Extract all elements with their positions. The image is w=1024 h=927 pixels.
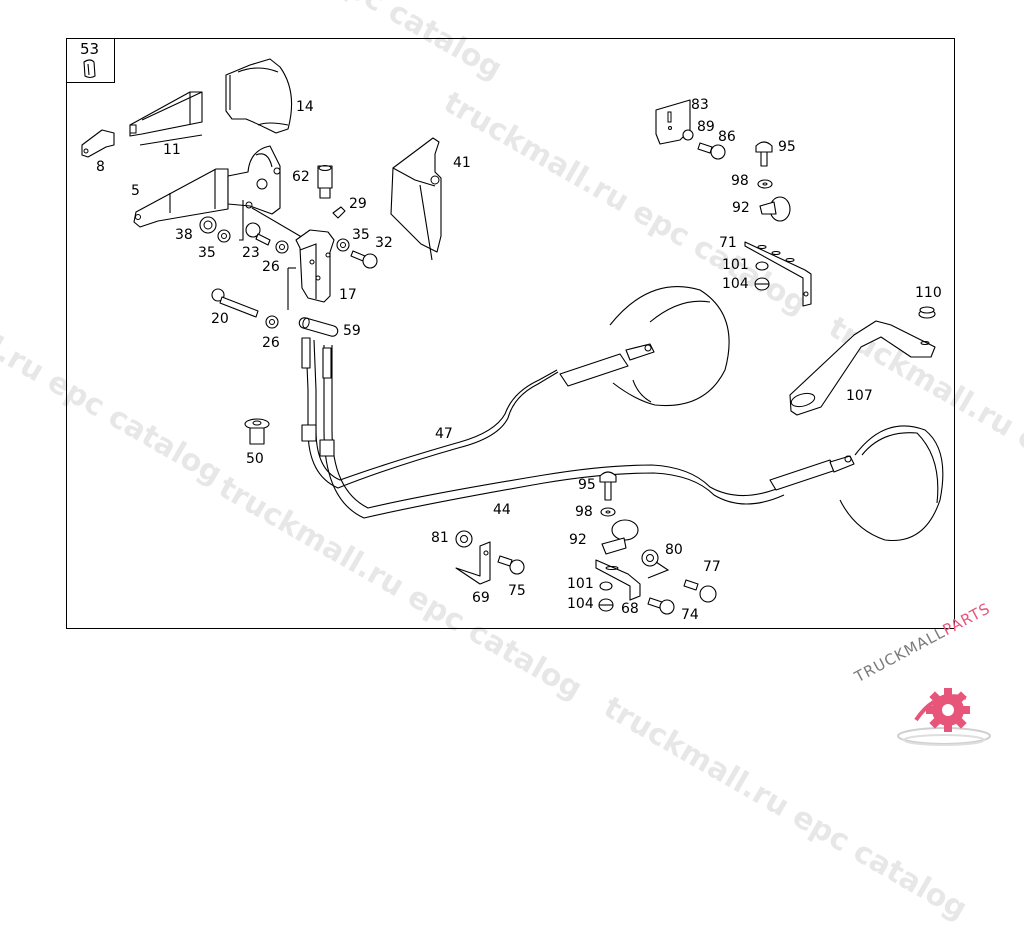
part-38-nut[interactable] <box>200 217 216 233</box>
callout-86[interactable]: 86 <box>718 130 736 144</box>
cable-end-thread <box>302 338 310 368</box>
part-53-clip[interactable] <box>84 60 95 78</box>
callout-32[interactable]: 32 <box>375 236 393 250</box>
part-104-nut-lower[interactable] <box>599 599 613 611</box>
callout-8[interactable]: 8 <box>96 160 105 174</box>
part-71-bracket[interactable] <box>745 242 811 306</box>
part-92-clamp-upper[interactable] <box>760 197 790 221</box>
callout-95-upper[interactable]: 95 <box>778 140 796 154</box>
callout-101-lower[interactable]: 101 <box>567 577 594 591</box>
callout-59[interactable]: 59 <box>343 324 361 338</box>
cable-end-thread <box>323 348 331 378</box>
part-14-boot[interactable] <box>226 59 292 133</box>
callout-104-lower[interactable]: 104 <box>567 597 594 611</box>
part-26-washer-lower[interactable] <box>266 316 278 328</box>
part-8-grip-cap[interactable] <box>82 130 114 157</box>
part-41-cover-plate[interactable] <box>391 138 441 260</box>
callout-89[interactable]: 89 <box>697 120 715 134</box>
part-101-washer-lower[interactable] <box>600 582 612 590</box>
part-23-bolt[interactable] <box>246 223 270 245</box>
part-68-bracket[interactable] <box>596 560 640 600</box>
callout-38[interactable]: 38 <box>175 228 193 242</box>
part-95-bolt-upper[interactable] <box>756 142 772 166</box>
callout-98-upper[interactable]: 98 <box>731 174 749 188</box>
part-62-spacer[interactable] <box>318 166 332 199</box>
part-86-bolt[interactable] <box>698 143 725 159</box>
callout-23[interactable]: 23 <box>242 246 260 260</box>
callout-75[interactable]: 75 <box>508 584 526 598</box>
callout-20[interactable]: 20 <box>211 312 229 326</box>
callout-107[interactable]: 107 <box>846 389 873 403</box>
part-35-washer-right[interactable] <box>337 239 349 251</box>
part-11-lever-cover[interactable] <box>130 92 202 145</box>
part-95-bolt-lower[interactable] <box>600 472 616 500</box>
callout-69[interactable]: 69 <box>472 591 490 605</box>
callout-14[interactable]: 14 <box>296 100 314 114</box>
callout-92-upper[interactable]: 92 <box>732 201 750 215</box>
callout-92-lower[interactable]: 92 <box>569 533 587 547</box>
diagram-drawing <box>0 0 1024 750</box>
truckmall-parts-logo[interactable]: TRUCKMALLPARTS <box>858 660 1018 748</box>
callout-50[interactable]: 50 <box>246 452 264 466</box>
callout-11[interactable]: 11 <box>163 143 181 157</box>
part-50-grommet[interactable] <box>245 419 269 444</box>
callout-47[interactable]: 47 <box>435 427 453 441</box>
callout-35-right[interactable]: 35 <box>352 228 370 242</box>
callout-62[interactable]: 62 <box>292 170 310 184</box>
brake-drum-upper <box>610 287 729 406</box>
callout-35-left[interactable]: 35 <box>198 246 216 260</box>
part-92-clamp-lower[interactable] <box>602 520 638 554</box>
part-5-handbrake-lever[interactable] <box>134 146 280 227</box>
callout-101-upper[interactable]: 101 <box>722 258 749 272</box>
part-74-bolt[interactable] <box>648 598 674 614</box>
callout-83[interactable]: 83 <box>691 98 709 112</box>
part-104-nut-upper[interactable] <box>755 278 769 290</box>
callout-74[interactable]: 74 <box>681 608 699 622</box>
part-110-bushing[interactable] <box>919 307 935 318</box>
part-81-nut[interactable] <box>456 531 472 547</box>
callout-41[interactable]: 41 <box>453 156 471 170</box>
callout-98-lower[interactable]: 98 <box>575 505 593 519</box>
part-26-washer-upper[interactable] <box>276 241 288 253</box>
parts-diagram: truckmall.ru epc catalog truckmall.ru ep… <box>0 0 1024 750</box>
part-77-bolt[interactable] <box>684 580 716 602</box>
part-98-washer-lower[interactable] <box>601 508 615 516</box>
part-69-bracket[interactable] <box>456 542 490 584</box>
callout-95-lower[interactable]: 95 <box>578 478 596 492</box>
part-75-bolt[interactable] <box>498 556 524 574</box>
part-35-washer-left[interactable] <box>218 230 230 242</box>
callout-71[interactable]: 71 <box>719 236 737 250</box>
callout-68[interactable]: 68 <box>621 602 639 616</box>
callout-81[interactable]: 81 <box>431 531 449 545</box>
callout-110[interactable]: 110 <box>915 286 942 300</box>
part-47-brake-cable[interactable] <box>302 340 654 488</box>
part-17-bracket[interactable] <box>296 230 334 302</box>
part-29-pin[interactable] <box>333 207 345 218</box>
callout-5[interactable]: 5 <box>131 184 140 198</box>
part-101-washer-upper[interactable] <box>756 262 768 270</box>
callout-77[interactable]: 77 <box>703 560 721 574</box>
callout-80[interactable]: 80 <box>665 543 683 557</box>
callout-104-upper[interactable]: 104 <box>722 277 749 291</box>
callout-26-lower[interactable]: 26 <box>262 336 280 350</box>
part-32-bolt[interactable] <box>351 251 377 268</box>
callout-17[interactable]: 17 <box>339 288 357 302</box>
callout-29[interactable]: 29 <box>349 197 367 211</box>
part-98-washer-upper[interactable] <box>758 180 772 188</box>
callout-44[interactable]: 44 <box>493 503 511 517</box>
part-59-pin[interactable] <box>299 317 337 336</box>
part-89-lock-washer[interactable] <box>683 130 693 140</box>
brake-drum-lower <box>840 426 943 541</box>
callout-26-upper[interactable]: 26 <box>262 260 280 274</box>
